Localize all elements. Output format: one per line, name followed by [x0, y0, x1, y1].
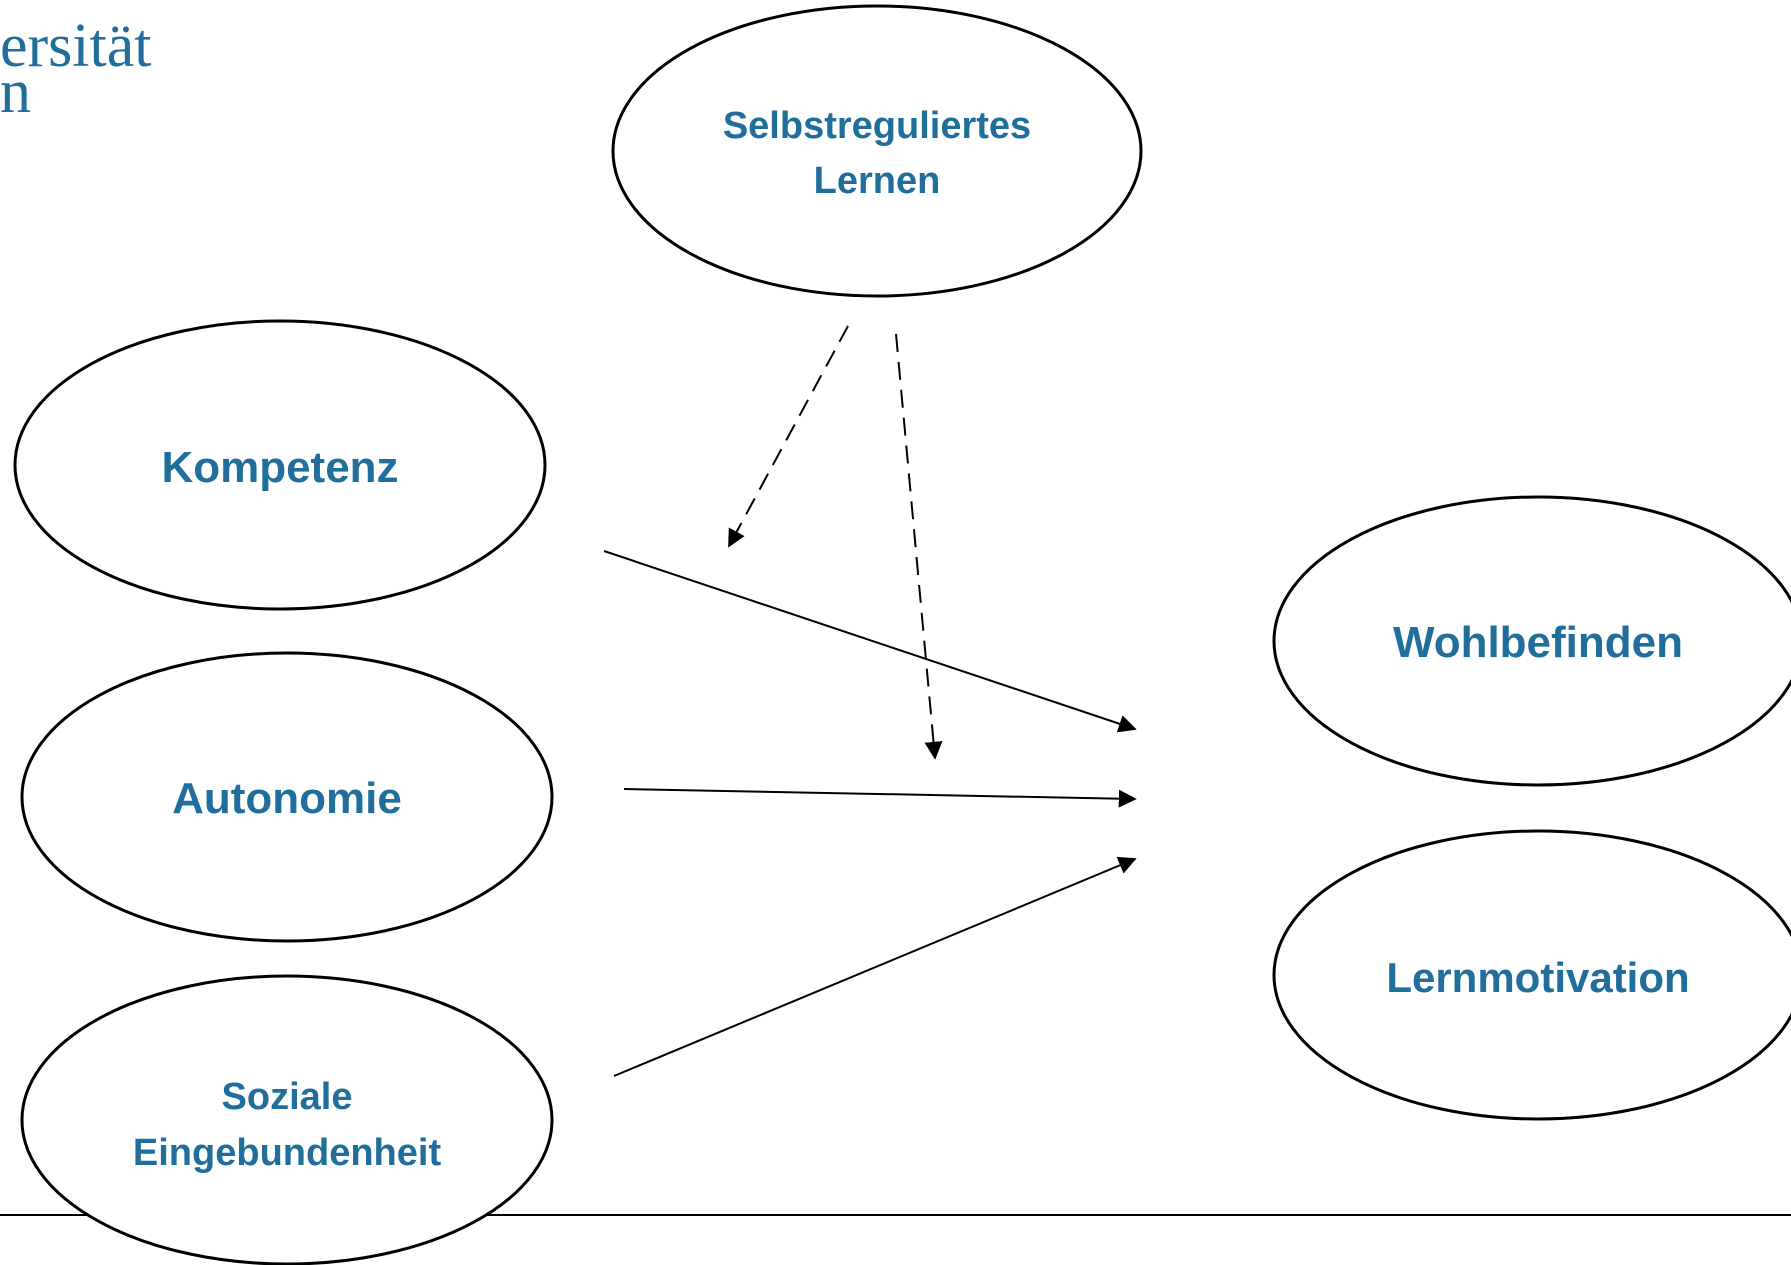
- ellipse-selbstreguliertes-lernen: [611, 4, 1143, 298]
- arrow-soziale-eingebundenheit-to-outcomes: [613, 856, 1137, 1077]
- arrow-kompetenz-to-outcomes: [603, 550, 1137, 733]
- label-soziale-eingebundenheit-line-2: Eingebundenheit: [133, 1132, 442, 1174]
- node-selbstreguliertes-lernen: Selbstreguliertes Lernen: [611, 4, 1143, 298]
- ellipse-kompetenz: [13, 319, 547, 611]
- university-logo: ersität n: [0, 12, 152, 126]
- dashed-arrow-moderation-autonomie: [895, 333, 943, 760]
- ellipse-soziale-eingebundenheit: [20, 974, 554, 1265]
- label-kompetenz: Kompetenz: [161, 443, 398, 492]
- logo-line-2: n: [0, 58, 31, 126]
- node-lernmotivation: Lernmotivation: [1272, 829, 1791, 1121]
- label-lernmotivation: Lernmotivation: [1386, 954, 1689, 1001]
- arrow-autonomie-to-outcomes: [623, 788, 1137, 808]
- ellipse-autonomie: [20, 651, 554, 943]
- node-wohlbefinden: Wohlbefinden: [1272, 495, 1791, 787]
- ellipse-wohlbefinden: [1272, 495, 1791, 787]
- dashed-arrow-moderation-kompetenz: [728, 325, 849, 548]
- ellipse-lernmotivation: [1272, 829, 1791, 1121]
- node-autonomie: Autonomie: [20, 651, 554, 943]
- label-wohlbefinden: Wohlbefinden: [1393, 618, 1683, 667]
- edges: [603, 325, 1137, 1077]
- node-soziale-eingebundenheit: Soziale Eingebundenheit: [20, 974, 554, 1265]
- node-kompetenz: Kompetenz: [13, 319, 547, 611]
- label-selbstreguliertes-lernen-line-1: Selbstreguliertes: [723, 105, 1031, 147]
- label-selbstreguliertes-lernen-line-2: Lernen: [814, 160, 941, 202]
- logo-line-1: ersität: [0, 12, 152, 80]
- label-autonomie: Autonomie: [172, 774, 402, 823]
- label-soziale-eingebundenheit-line-1: Soziale: [222, 1076, 353, 1118]
